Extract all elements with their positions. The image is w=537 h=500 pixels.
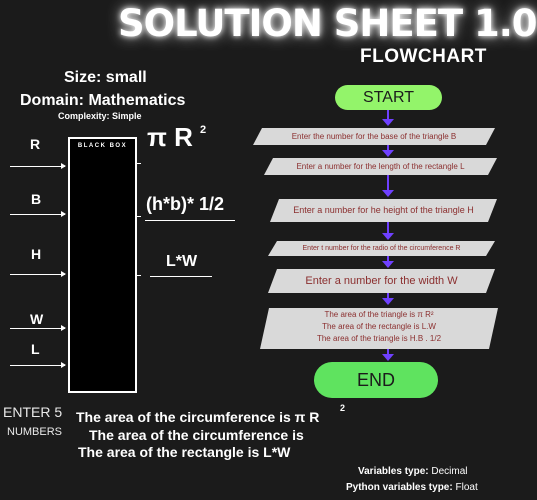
formula-triangle: (h*b)* 1/2 [146,194,225,214]
flowchart-start: START [335,85,442,110]
input-arrow-h [10,271,66,277]
output-tick-2 [137,216,141,217]
input-label-w: W [30,311,44,327]
input-label-r: R [30,136,41,152]
python-variables-type-value: Float [455,482,478,493]
flow-arrow-2-line [387,145,389,151]
flow-step-5: Enter a number for the width W [268,269,495,293]
flow-arrow-4-head [382,233,394,240]
page-subtitle: FLOWCHART [360,46,487,67]
enter-note-line2: NUMBERS [7,426,63,438]
variables-type-value: Decimal [431,466,468,477]
python-variables-type-label: Python variables type: [346,482,453,493]
variables-type: Variables type: Decimal [358,466,468,477]
input-arrow-w [10,325,66,331]
input-arrow-l [10,362,66,368]
flow-output-line-1: The area of the triangle is π R² [324,310,434,319]
result-line-1-exponent: 2 [340,403,346,413]
solution-sheet: SOLUTION SHEET 1.0 FLOWCHART Size: small… [3,2,537,493]
flow-arrow-1-line [387,110,389,120]
formula-rectangle-underline [150,276,212,277]
flow-arrow-5-head [382,261,394,268]
black-box: BLACK BOX [68,137,137,393]
formula-pi-r-exponent: 2 [200,124,207,136]
result-line-3: The area of the rectangle is L*W [78,444,291,460]
input-label-h: H [31,246,42,262]
flow-step-1: Enter the number for the base of the tri… [253,128,495,145]
flow-arrow-7-head [382,354,394,361]
variables-type-label: Variables type: [358,466,429,477]
domain-info: Domain: Mathematics [20,92,186,109]
flow-arrow-1-head [382,119,394,126]
flow-output: The area of the triangle is π R² The are… [260,308,498,349]
flow-arrow-2-head [382,150,394,157]
flow-output-line-3: The area of the triangle is H.B . 1/2 [316,334,442,343]
input-arrow-r [10,163,66,169]
flow-arrow-6-head [382,298,394,305]
black-box-label: BLACK BOX [77,143,128,149]
input-label-b: B [31,191,42,207]
formula-pi-r: π R [147,122,193,152]
flow-step-2: Enter a number for the length of the rec… [264,158,497,175]
flow-output-line-2: The area of the rectangle is L.W [322,322,436,331]
output-tick-3 [137,275,141,276]
flow-arrow-3-head [382,190,394,197]
formula-triangle-underline [145,220,235,221]
flow-arrow-7-line [387,349,389,355]
input-arrow-b [10,211,66,217]
flow-arrow-5-line [387,256,389,262]
flowchart-end: END [314,362,438,398]
formula-rectangle: L*W [166,253,198,270]
result-line-2: The area of the circumference is [89,427,304,443]
enter-note-line1: ENTER 5 [3,404,63,420]
flow-arrow-6-line [387,293,389,299]
output-tick-1 [137,163,141,164]
complexity-info: Complexity: Simple [58,111,142,121]
input-label-l: L [31,341,40,357]
flow-arrow-3-line [387,175,389,191]
python-variables-type: Python variables type: Float [346,482,478,493]
size-info: Size: small [64,69,147,86]
page-title: SOLUTION SHEET 1.0 [118,2,537,45]
flow-arrow-4-line [387,222,389,234]
flow-step-4: Enter t number for the radio of the circ… [268,241,495,256]
result-line-1: The area of the circumference is π R [76,409,320,425]
flow-step-3: Enter a number for he height of the tria… [270,199,497,222]
